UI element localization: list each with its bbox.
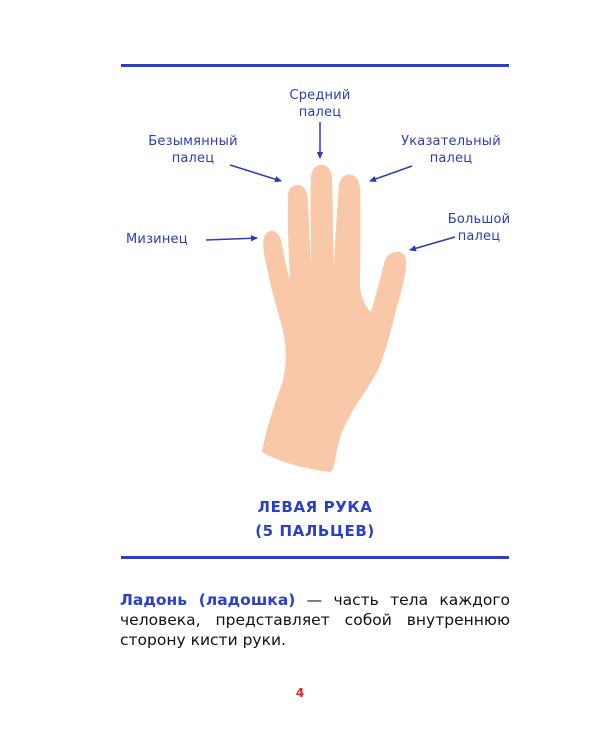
- hand-caption-subtitle: (5 ПАЛЬЦЕВ): [255, 522, 375, 540]
- index-finger-label: Указательный палец: [396, 133, 506, 167]
- index-finger-arrow: [369, 165, 413, 182]
- middle-finger-label-line2: палец: [298, 105, 342, 120]
- ring-finger-label-line1: Безымянный: [148, 134, 238, 149]
- middle-finger-label-line1: Средний: [289, 88, 351, 103]
- thumb-arrow: [409, 236, 456, 252]
- index-finger-label-line2: палец: [429, 151, 473, 166]
- ring-finger-arrow: [229, 164, 282, 183]
- definition-text: — часть тела каждого человека, представл…: [120, 591, 511, 649]
- ring-finger-label: Безымянный палец: [138, 133, 248, 167]
- definition-term: Ладонь (ладошка): [120, 591, 296, 609]
- hand-shape: [262, 164, 407, 472]
- thumb-label-line2: палец: [457, 229, 501, 244]
- definition-paragraph: Ладонь (ладошка) — часть тела каждого че…: [120, 590, 510, 650]
- thumb-label-line1: Большой: [447, 212, 511, 227]
- little-finger-label: Мизинец: [126, 231, 204, 248]
- top-divider: [121, 64, 509, 67]
- little-finger-arrow: [205, 235, 258, 242]
- page-number: 4: [295, 686, 305, 700]
- ring-finger-label-line2: палец: [171, 151, 215, 166]
- index-finger-label-line1: Указательный: [401, 134, 501, 149]
- bottom-divider: [121, 556, 509, 559]
- little-finger-label-line1: Мизинец: [126, 232, 188, 247]
- middle-finger-label: Средний палец: [280, 87, 360, 121]
- hand-caption-title: ЛЕВАЯ РУКА: [257, 498, 373, 516]
- thumb-label: Большой палец: [438, 211, 520, 245]
